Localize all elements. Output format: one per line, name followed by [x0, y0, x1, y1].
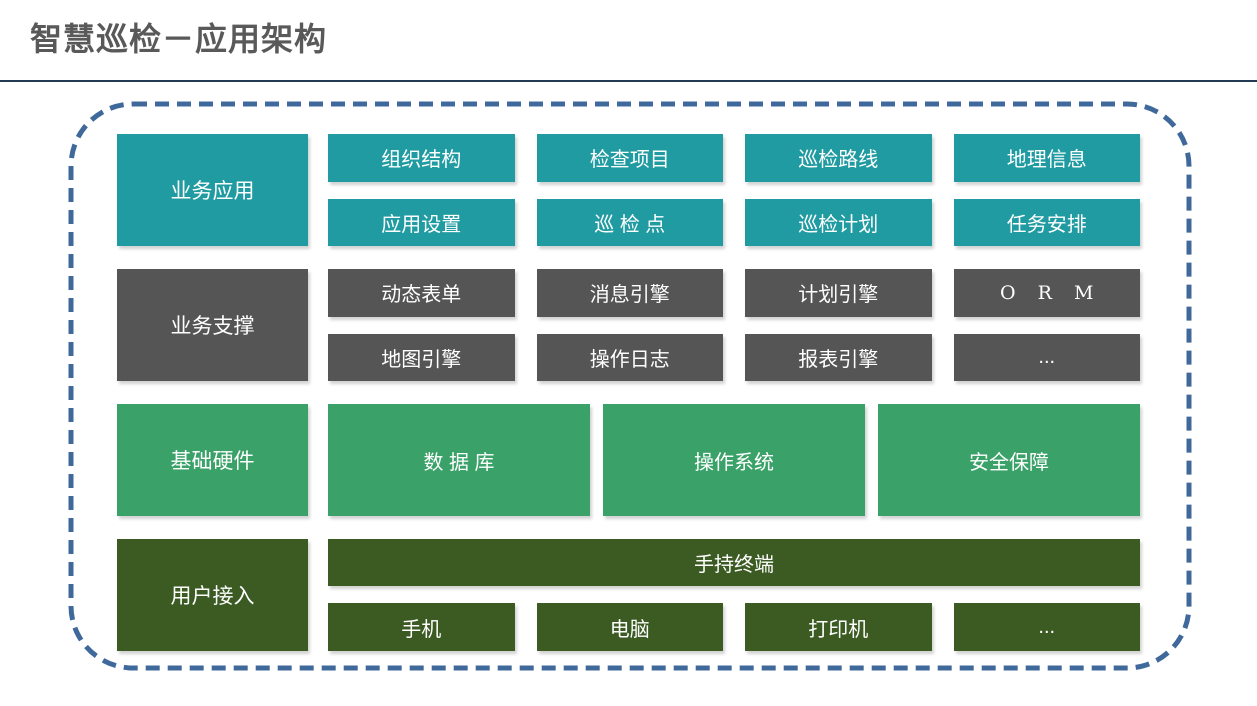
layer-item: 报表引擎 — [745, 333, 932, 381]
layer-item: ... — [953, 333, 1140, 381]
layer-item: 地图引擎 — [328, 333, 515, 381]
layer-item: 手持终端 — [328, 539, 1140, 586]
layer-label: 基础硬件 — [117, 404, 308, 516]
layer-item: 操作系统 — [603, 404, 865, 516]
layer-label: 用户接入 — [117, 539, 308, 651]
layer-user-access: 用户接入手持终端手机电脑打印机... — [117, 539, 1140, 651]
layer-item: 数 据 库 — [328, 404, 590, 516]
layer-basic-hardware: 基础硬件数 据 库操作系统安全保障 — [117, 404, 1140, 516]
layer-business-support: 业务支撑动态表单消息引擎计划引擎 O R M 地图引擎操作日志报表引擎... — [117, 269, 1140, 381]
layer-item: ... — [953, 603, 1140, 651]
dashed-frame — [68, 101, 1192, 671]
layer-item: 应用设置 — [328, 198, 515, 246]
layer-item-area: 手持终端手机电脑打印机... — [328, 539, 1140, 651]
layer-item: 手机 — [328, 603, 515, 651]
layer-item-area: 组织结构检查项目巡检路线地理信息应用设置巡 检 点巡检计划任务安排 — [328, 134, 1140, 246]
layer-item: 地理信息 — [953, 134, 1140, 182]
layer-item: 电脑 — [536, 603, 723, 651]
layer-item: 检查项目 — [536, 134, 723, 182]
layer-label: 业务支撑 — [117, 269, 308, 381]
title-divider — [0, 80, 1257, 82]
layer-item: 操作日志 — [536, 333, 723, 381]
layer-item: 组织结构 — [328, 134, 515, 182]
layer-item-area: 动态表单消息引擎计划引擎 O R M 地图引擎操作日志报表引擎... — [328, 269, 1140, 381]
architecture-layers: 业务应用组织结构检查项目巡检路线地理信息应用设置巡 检 点巡检计划任务安排业务支… — [117, 134, 1140, 651]
layer-item: O R M — [953, 269, 1140, 317]
layer-item: 巡 检 点 — [536, 198, 723, 246]
layer-item: 动态表单 — [328, 269, 515, 317]
layer-item: 巡检计划 — [745, 198, 932, 246]
layer-item: 安全保障 — [878, 404, 1140, 516]
layer-item: 消息引擎 — [536, 269, 723, 317]
layer-item: 计划引擎 — [745, 269, 932, 317]
layer-item: 巡检路线 — [745, 134, 932, 182]
page-title: 智慧巡检－应用架构 — [30, 21, 328, 57]
layer-item: 打印机 — [745, 603, 932, 651]
layer-business-application: 业务应用组织结构检查项目巡检路线地理信息应用设置巡 检 点巡检计划任务安排 — [117, 134, 1140, 246]
layer-item: 任务安排 — [953, 198, 1140, 246]
layer-label: 业务应用 — [117, 134, 308, 246]
layer-item-area: 数 据 库操作系统安全保障 — [328, 404, 1140, 516]
